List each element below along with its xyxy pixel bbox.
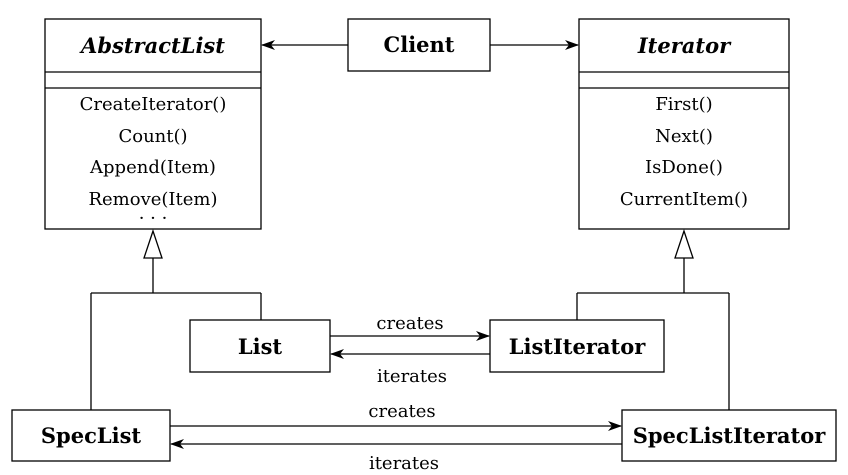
list-name: List (238, 334, 283, 359)
abstract-list-name: AbstractList (79, 33, 225, 58)
inheritance-triangle (674, 228, 694, 259)
iterator-operation: CurrentItem() (620, 189, 748, 210)
client-name: Client (384, 32, 455, 57)
list-box (189, 319, 331, 373)
abstract-list-operation: Append(Item) (89, 157, 216, 178)
client-box (347, 18, 491, 72)
spec-list-box (11, 409, 171, 462)
abstract-list-operation: Remove(Item) (88, 189, 217, 210)
spec-iterates-label: iterates (369, 453, 439, 474)
list-iterator-name: ListIterator (509, 334, 647, 359)
spec-list-name: SpecList (41, 423, 142, 448)
abstract-list-operation: CreateIterator() (80, 94, 227, 115)
list-iterates-label: iterates (377, 366, 447, 387)
spec-creates-label: creates (368, 401, 435, 422)
client-class: Client (347, 18, 491, 72)
list-class: List (189, 319, 331, 373)
inheritance-triangle (143, 228, 163, 259)
iterator-operation: First() (655, 94, 712, 115)
iterator-operation: Next() (655, 126, 713, 147)
spec-list-iterator-name: SpecListIterator (633, 423, 827, 448)
abstract-list-operation: Count() (118, 126, 187, 147)
spec-list-iterator-box (621, 409, 837, 462)
spec-list-class: SpecList (11, 409, 171, 462)
spec-list-iterator-class: SpecListIterator (621, 409, 837, 462)
iterator-box (578, 18, 790, 230)
abstract-list-operation-ellipsis: · · · (139, 208, 168, 229)
abstract-list-class: AbstractList CreateIterator() Count() Ap… (44, 18, 262, 230)
iterator-name: Iterator (637, 33, 732, 58)
iterator-inheritance (576, 228, 730, 410)
iterator-class: Iterator First() Next() IsDone() Current… (578, 18, 790, 230)
list-iterator-box (489, 319, 665, 373)
list-iterator-class: ListIterator (489, 319, 665, 373)
iterator-operation: IsDone() (645, 157, 723, 178)
abstract-list-box (44, 18, 262, 230)
list-creates-label: creates (376, 313, 443, 334)
abstract-list-inheritance (90, 228, 262, 410)
